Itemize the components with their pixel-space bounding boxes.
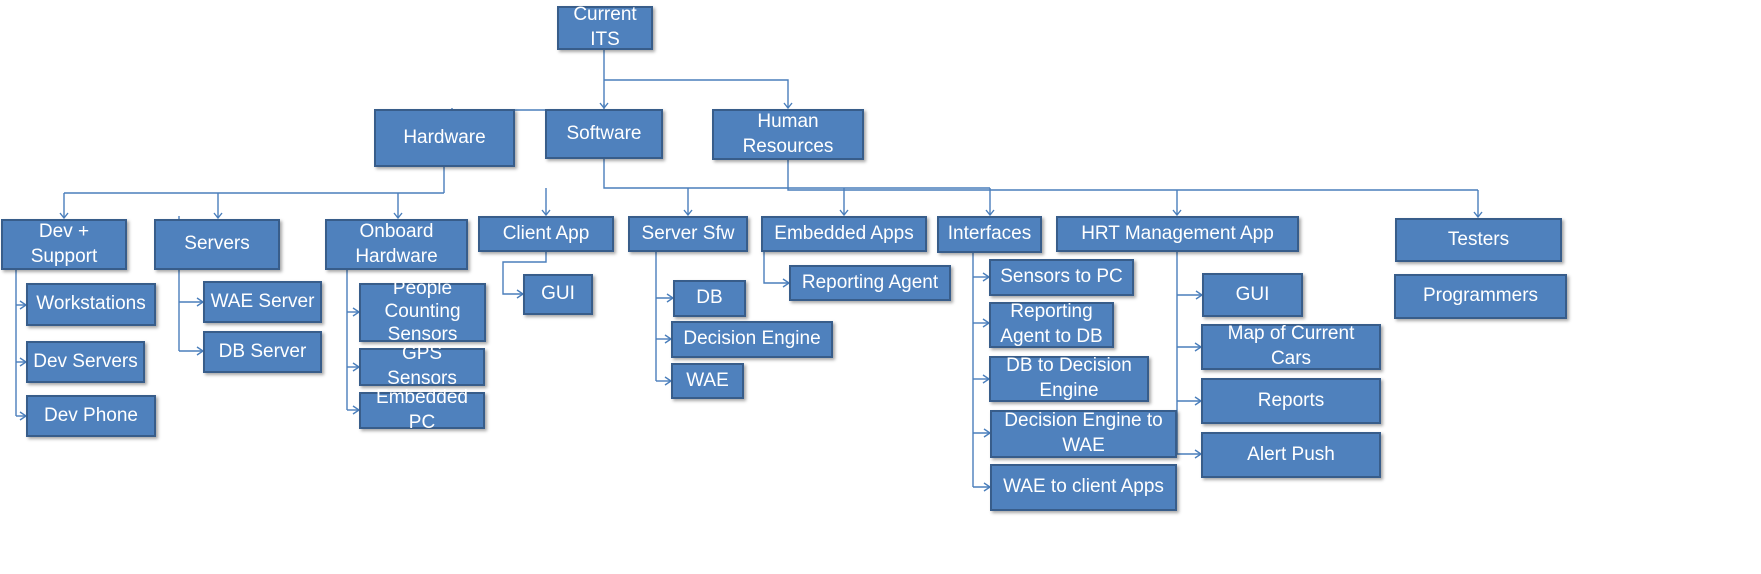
node-wae-server: WAE Server — [203, 281, 322, 323]
connector-its-human-resources — [604, 79, 789, 108]
node-sensors-to-pc: Sensors to PC — [989, 259, 1134, 296]
node-wae-to-client-apps: WAE to client Apps — [990, 464, 1177, 511]
node-interfaces: Interfaces — [937, 216, 1042, 253]
node-dev-phone: Dev Phone — [26, 395, 156, 437]
node-gps-sensors: GPS Sensors — [359, 343, 485, 389]
node-reports: Reports — [1201, 378, 1381, 424]
node-reporting-agent-to-db: Reporting Agent to DB — [989, 301, 1114, 348]
node-db: DB — [673, 280, 746, 317]
connector-hr-hrt-app-arrow — [1172, 209, 1182, 217]
node-testers: Testers — [1395, 218, 1562, 262]
node-db-server: DB Server — [203, 331, 322, 373]
node-software: Software — [545, 109, 663, 159]
node-alert-push: Alert Push — [1201, 432, 1381, 478]
node-decision-engine: Decision Engine — [671, 321, 833, 358]
node-people-counting-sensors: People Counting Sensors — [359, 278, 486, 345]
connector-client-gui — [502, 252, 547, 295]
node-db-to-decision-engine: DB to Decision Engine — [989, 355, 1149, 402]
node-client-app: Client App — [478, 216, 614, 252]
node-workstations: Workstations — [26, 283, 156, 326]
node-servers: Servers — [154, 219, 280, 270]
connector-its-human-resources-arrow — [783, 102, 793, 110]
node-dev-support: Dev + Support — [1, 219, 127, 270]
connector-reporting-agent — [763, 252, 789, 284]
node-hardware: Hardware — [374, 109, 515, 167]
connector-hr-bus — [787, 160, 1478, 191]
node-hrt-management-app: HRT Management App — [1056, 216, 1299, 252]
node-embedded-apps: Embedded Apps — [761, 216, 927, 252]
connector-hr-testers-arrow — [1473, 211, 1483, 219]
node-map-of-current-cars: Map of Current Cars — [1201, 323, 1381, 370]
node-wae: WAE — [671, 363, 744, 399]
node-human-resources: Human Resources — [712, 109, 864, 160]
connector-hardware-servers-arrow — [213, 212, 223, 220]
node-dev-servers: Dev Servers — [26, 341, 145, 383]
connector-software-server-sfw-arrow — [683, 209, 693, 217]
connector-software-embedded-apps-arrow — [839, 209, 849, 217]
node-server-sfw: Server Sfw — [628, 216, 748, 252]
connector-software-client-app-arrow — [541, 209, 551, 217]
node-embedded-pc: Embedded PC — [359, 387, 485, 433]
node-reporting-agent: Reporting Agent — [789, 265, 951, 301]
connector-software-bus — [603, 159, 990, 189]
connector-hardware-dev-support-arrow — [59, 212, 69, 220]
connector-software-interfaces-arrow — [985, 209, 995, 217]
node-current-its: Current ITS — [557, 4, 653, 50]
node-onboard-hardware: Onboard Hardware — [325, 219, 468, 270]
node-hrt-gui: GUI — [1202, 273, 1303, 317]
node-client-gui: GUI — [523, 274, 593, 315]
node-programmers: Programmers — [1394, 274, 1567, 319]
connector-hardware-onboard-arrow — [393, 212, 403, 220]
node-decision-engine-to-wae: Decision Engine to WAE — [990, 410, 1177, 458]
